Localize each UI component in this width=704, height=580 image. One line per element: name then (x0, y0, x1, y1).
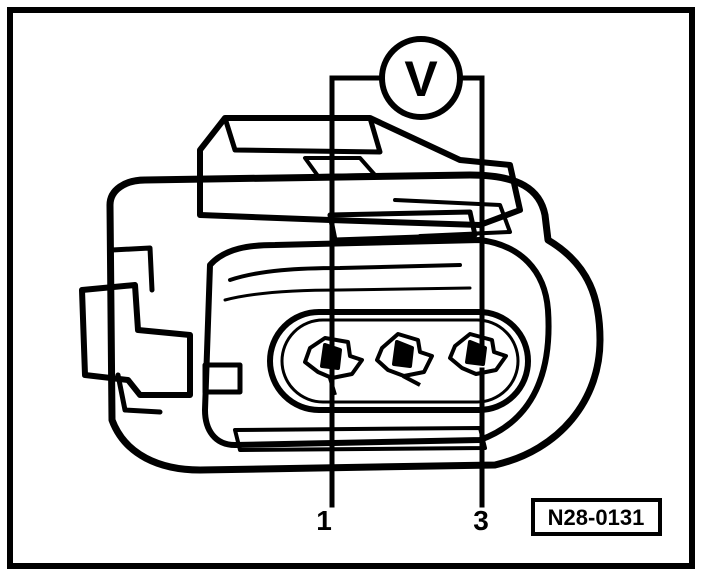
face-tab (202, 362, 243, 395)
latch-window (303, 156, 377, 178)
figure-code-box: N28-0131 (531, 498, 662, 536)
outer-frame (7, 7, 695, 569)
housing-outer-shell (106, 171, 604, 474)
pin-3-terminal (448, 332, 508, 376)
cavity-ridge-mid (223, 286, 472, 302)
connector-housing (79, 115, 604, 474)
pin-2-terminal (375, 332, 434, 387)
pin-carrier (267, 309, 531, 413)
housing-inner-lip (202, 237, 552, 448)
latch-block (197, 115, 523, 228)
voltmeter-circle (379, 36, 463, 120)
latch-ramp (393, 198, 512, 238)
pin-label-1: 1 (316, 505, 332, 536)
lead-tips (328, 348, 486, 356)
voltmeter-leads (329, 75, 485, 508)
pin-carrier-inner (280, 318, 520, 404)
figure-code: N28-0131 (548, 505, 645, 530)
side-clip-lower (115, 372, 163, 415)
voltmeter-letter: V (404, 51, 438, 107)
housing-foot (233, 426, 487, 452)
side-clip-step (109, 245, 155, 293)
lead-to-pin-1 (329, 75, 385, 353)
cavity-ridge-upper (228, 263, 462, 282)
pin-label-3: 3 (473, 505, 489, 536)
side-clip (79, 282, 193, 398)
lead-to-pin-3 (457, 75, 485, 353)
voltmeter-symbol: V (379, 36, 463, 120)
latch-top-ridge (222, 115, 383, 155)
